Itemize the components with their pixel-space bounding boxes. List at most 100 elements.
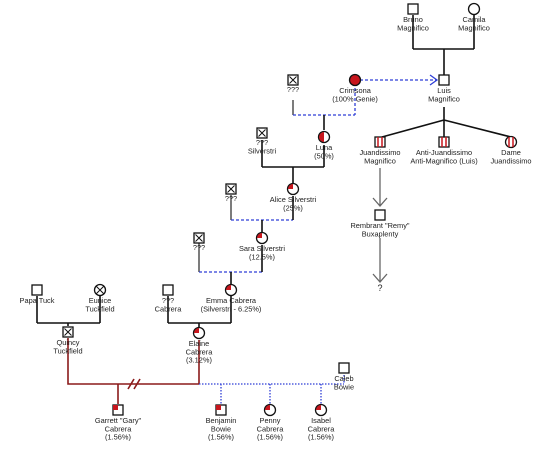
person-node-silverstri: ???Silverstri (248, 127, 277, 155)
blood-bars-fill (508, 137, 514, 147)
person-label-line: Magnifico (397, 23, 429, 32)
person-label-line: Anti-Juandissimo (416, 148, 472, 157)
person-node-unk1: ??? (287, 74, 299, 94)
person-label-line: ??? (225, 194, 237, 203)
person-label-line: Camila (463, 15, 487, 24)
blood-quarter-fill (216, 405, 221, 410)
square-icon (407, 3, 419, 15)
person-label-line: ??? (287, 85, 299, 94)
person-label-line: Luna (316, 143, 333, 152)
person-node-unk2: ??? (225, 183, 237, 203)
person-label-line: Penny (260, 416, 281, 425)
deceased-mark (227, 185, 235, 193)
connector-lines (36, 15, 512, 404)
person-label-line: (1.56%) (105, 433, 131, 442)
person-label-line: Anti-Magnifico (Luis) (410, 156, 477, 165)
person-label-line: Silverstri (248, 146, 277, 155)
person-label-line: (100% Genie) (332, 94, 378, 103)
person-label-line: Bruno (403, 15, 423, 24)
person-label-line: Dame (501, 148, 521, 157)
person-label-line: Benjamin (206, 416, 237, 425)
blood-half-fill (319, 132, 324, 142)
circle-icon (348, 73, 362, 87)
person-label-line: Luis (437, 86, 451, 95)
deceased-mark (289, 76, 297, 84)
person-node-unk3: ??? (193, 232, 205, 252)
blood-quarter-fill (288, 184, 293, 189)
square-icon (31, 284, 43, 296)
person-label-line: Sara Silverstri (239, 244, 285, 253)
square-icon (438, 136, 450, 148)
square-icon (338, 362, 350, 374)
person-label-line: Crimsona (339, 86, 372, 95)
person-label-line: Garrett "Gary" (95, 416, 142, 425)
person-node-unknown_child: ? (377, 283, 382, 293)
person-label-line: (3.12%) (186, 356, 212, 365)
person-label-line: Cabrera (186, 347, 214, 356)
person-label-line: Cabrera (308, 424, 336, 433)
person-label-line: ??? (193, 243, 205, 252)
person-label-line: (1.56%) (257, 433, 283, 442)
person-label-line: ? (377, 283, 382, 293)
blood-quarter-fill (194, 328, 199, 333)
person-node-remy: Rembrant "Remy"Buxaplenty (350, 209, 410, 238)
deceased-mark (96, 286, 104, 294)
person-label-line: Papa Tuck (20, 296, 55, 305)
person-label-line: Elaine (189, 339, 210, 348)
person-label-line: (12.5%) (249, 252, 275, 261)
blood-bars-fill (441, 137, 447, 147)
person-label-line: (25%) (283, 203, 303, 212)
square-icon (374, 136, 386, 148)
person-node-garrett: Garrett "Gary"Cabrera(1.56%) (95, 404, 142, 442)
deceased-mark (64, 328, 72, 336)
blood-quarter-fill (257, 233, 262, 238)
blood-quarter-fill (226, 285, 231, 290)
person-label-line: Buxaplenty (362, 229, 399, 238)
deceased-mark (258, 129, 266, 137)
square-icon (438, 74, 450, 86)
person-node-papa: Papa Tuck (20, 284, 55, 305)
person-label-line: Magnifico (428, 94, 460, 103)
blood-quarter-fill (316, 405, 321, 410)
person-node-emma: Emma Cabrera(Silverstri - 6.25%) (201, 283, 262, 313)
person-node-crimsona: Crimsona(100% Genie) (332, 73, 378, 103)
person-label-line: (50%) (314, 151, 334, 160)
person-label-line: Isabel (311, 416, 331, 425)
person-label-line: Rembrant "Remy" (350, 221, 409, 230)
blood-quarter-fill (113, 405, 118, 410)
person-label-line: ??? (162, 296, 174, 305)
person-label-line: Cabrera (105, 424, 133, 433)
blood-quarter-fill (265, 405, 270, 410)
person-node-sara: Sara Silverstri(12.5%) (239, 231, 285, 261)
circle-icon (467, 2, 481, 16)
person-label-line: Bowie (211, 424, 231, 433)
person-label-line: Magnifico (364, 156, 396, 165)
person-label-line: Quincy (56, 338, 79, 347)
person-label-line: Cabrera (155, 304, 183, 313)
person-label-line: Alice Silverstri (270, 195, 317, 204)
blood-bars-fill (377, 137, 383, 147)
person-label-line: Tuckfield (85, 304, 114, 313)
circle-icon (504, 135, 518, 149)
person-label-line: Cabrera (257, 424, 285, 433)
person-label-line: (Silverstri - 6.25%) (201, 304, 262, 313)
person-label-line: Tuckfield (53, 346, 82, 355)
person-label-line: Emma Cabrera (206, 296, 257, 305)
person-label-line: Juandissimo (359, 148, 400, 157)
person-label-line: Eunice (89, 296, 112, 305)
person-node-luna: Luna(50%) (314, 130, 334, 160)
deceased-mark (195, 234, 203, 242)
